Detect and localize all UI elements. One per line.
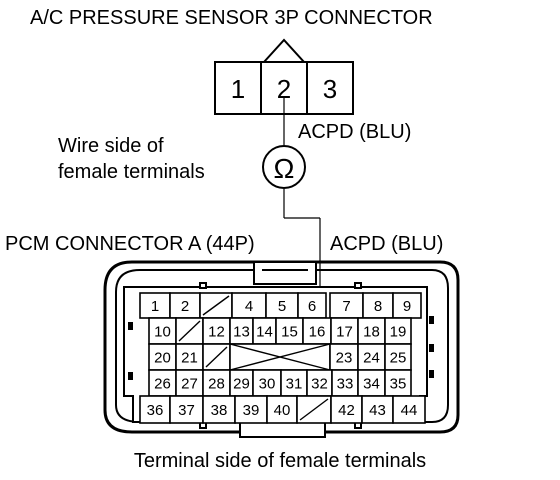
pin-label: 31	[286, 376, 303, 393]
pin-label: 44	[401, 402, 418, 419]
pin-label: 15	[281, 324, 298, 341]
pin-label: 14	[256, 324, 273, 341]
pin-cell	[384, 317, 412, 345]
pin-label: 40	[274, 402, 291, 419]
terminal-side-caption: Terminal side of female terminals	[133, 450, 427, 472]
pin-label: 10	[154, 324, 171, 341]
blank-slot-slash	[299, 398, 329, 421]
pin-cell	[252, 369, 282, 397]
pin-label: 21	[181, 350, 198, 367]
pin-label: 39	[243, 402, 260, 419]
pin-cell	[148, 369, 177, 397]
pin-cell	[392, 395, 426, 424]
pin-cell	[357, 369, 386, 397]
wire-side-note-line1: Wire side of	[58, 135, 164, 157]
pin-label: 27	[181, 376, 198, 393]
pin-label: 38	[211, 402, 228, 419]
pin-label: 8	[374, 298, 382, 315]
sensor-wire-label: ACPD (BLU)	[298, 121, 411, 143]
pin-label: 42	[338, 402, 355, 419]
pin-label: 16	[309, 324, 326, 341]
pin-cell	[330, 395, 363, 424]
pin-label: 36	[147, 402, 164, 419]
pin-label: 9	[403, 298, 411, 315]
wire-side-note-line2: female terminals	[58, 161, 205, 183]
blank-slot-slash	[178, 320, 201, 342]
pin-label: 30	[259, 376, 276, 393]
blank-slot-slash	[205, 346, 228, 368]
pin-cell	[329, 292, 364, 319]
pin-label: 7	[342, 298, 350, 315]
pcm-connector-title: PCM CONNECTOR A (44P)	[5, 233, 255, 255]
pin-label: 26	[154, 376, 171, 393]
pin-label: 37	[178, 402, 195, 419]
pin-label: 35	[390, 376, 407, 393]
pin-cell	[392, 292, 422, 319]
pin-label: 33	[337, 376, 354, 393]
pin-cell	[231, 292, 267, 319]
pin-label: 29	[233, 376, 250, 393]
pcm-wire-label: ACPD (BLU)	[330, 233, 443, 255]
pin-label: 17	[336, 324, 353, 341]
pin-label: 23	[336, 350, 353, 367]
housing-lock-marks	[128, 316, 434, 380]
pin-label: 2	[181, 298, 189, 315]
pin-label: 43	[369, 402, 386, 419]
pin-label: 5	[278, 298, 286, 315]
pin-label: 6	[308, 298, 316, 315]
pin-label: 25	[390, 350, 407, 367]
sensor-connector-title: A/C PRESSURE SENSOR 3P CONNECTOR	[30, 7, 433, 29]
pin-cell	[234, 395, 268, 424]
pin-label: 32	[311, 376, 328, 393]
pin-label: 1	[151, 298, 159, 315]
blank-slot-slash	[202, 295, 230, 316]
pin-label: 13	[233, 324, 250, 341]
ohmmeter-icon: Ω	[262, 145, 306, 189]
pin-cell	[384, 369, 412, 397]
blank-slot-cross	[229, 343, 331, 371]
pin-cell	[357, 317, 386, 345]
pin-cell	[169, 395, 204, 424]
sensor-pin-1: 1	[231, 74, 245, 104]
svg-text:Ω: Ω	[274, 153, 295, 184]
pin-label: 12	[208, 324, 225, 341]
pin-label: 18	[363, 324, 380, 341]
pin-label: 34	[363, 376, 380, 393]
pin-label: 4	[245, 298, 253, 315]
pin-cell	[297, 292, 327, 319]
pin-label: 28	[208, 376, 225, 393]
pin-label: 24	[363, 350, 380, 367]
pin-label: 20	[154, 350, 171, 367]
sensor-pin-2: 2	[277, 74, 291, 104]
sensor-pin-3: 3	[323, 74, 337, 104]
pin-label: 19	[390, 324, 407, 341]
